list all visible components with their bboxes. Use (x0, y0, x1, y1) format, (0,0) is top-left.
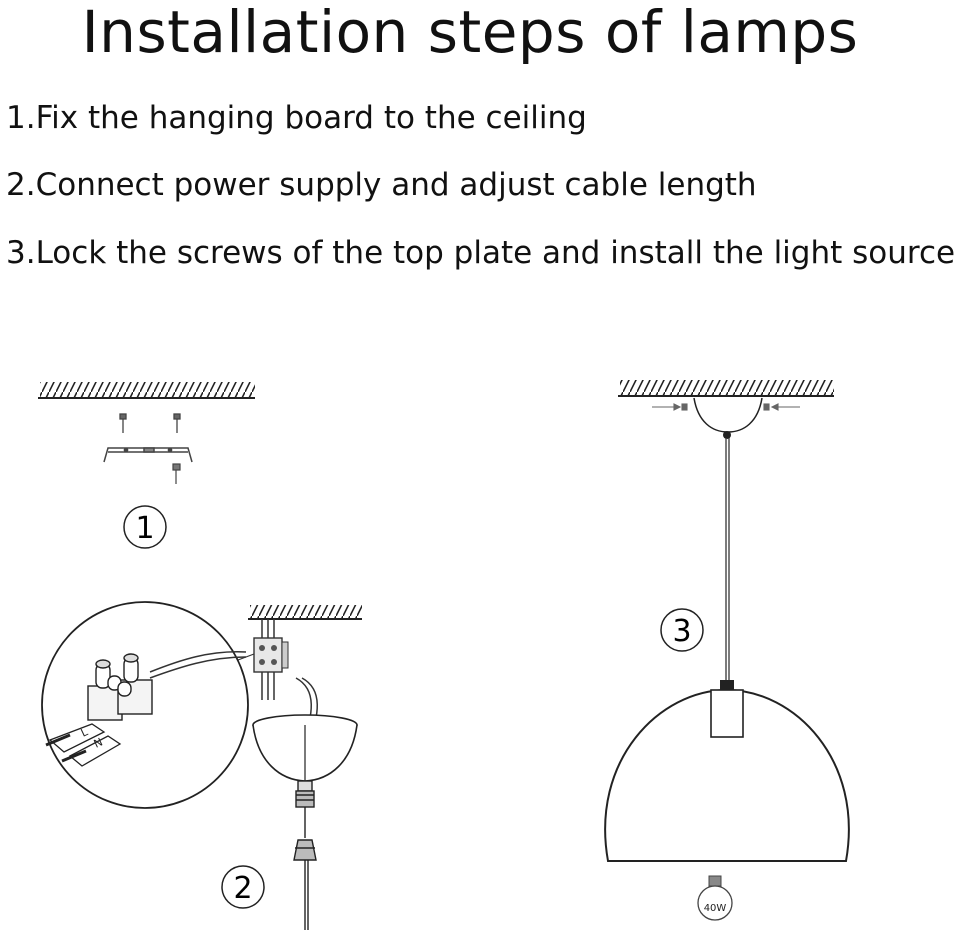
fig2-number: 2 (233, 871, 252, 906)
fig3-number: 3 (672, 614, 691, 649)
page-title: Installation steps of lamps (81, 0, 859, 66)
step-2-text: 2.Connect power supply and adjust cable … (6, 167, 757, 203)
ceiling-hatch-1 (38, 382, 255, 399)
screw-icon (172, 463, 181, 484)
hanging-board-icon (103, 447, 193, 463)
step-1-text: 1.Fix the hanging board to the ceiling (6, 100, 587, 136)
figure-2: L N 2 (41, 601, 362, 930)
ceiling-hatch-2 (248, 605, 362, 620)
suspension-cable (725, 438, 730, 680)
canopy-icon (252, 714, 358, 782)
step-number-badge-3: 3 (660, 608, 704, 652)
cable-clamp-icon (723, 431, 731, 439)
lamp-holder-cap-icon (720, 680, 734, 690)
magnified-detail-circle: L N (41, 601, 249, 809)
screw-arrow-icon (652, 403, 800, 411)
ceiling-hatch-3 (618, 380, 834, 397)
terminal-block-icon (253, 637, 289, 673)
screw-icon (119, 413, 181, 433)
bulb-wattage-label: 40W (704, 903, 727, 914)
step-number-badge-2: 2 (221, 865, 265, 909)
cable-gland-icon (293, 780, 317, 930)
figure-3: 40W 3 (604, 380, 850, 921)
socket-icon (710, 689, 744, 738)
step-number-badge-1: 1 (123, 505, 167, 549)
step-3-text: 3.Lock the screws of the top plate and i… (6, 235, 955, 271)
terminal-label-l: L (79, 725, 91, 740)
figure-1: 1 (38, 382, 255, 549)
canopy-icon (693, 397, 763, 433)
bulb-icon: 40W (697, 875, 733, 921)
fig1-number: 1 (135, 511, 154, 546)
